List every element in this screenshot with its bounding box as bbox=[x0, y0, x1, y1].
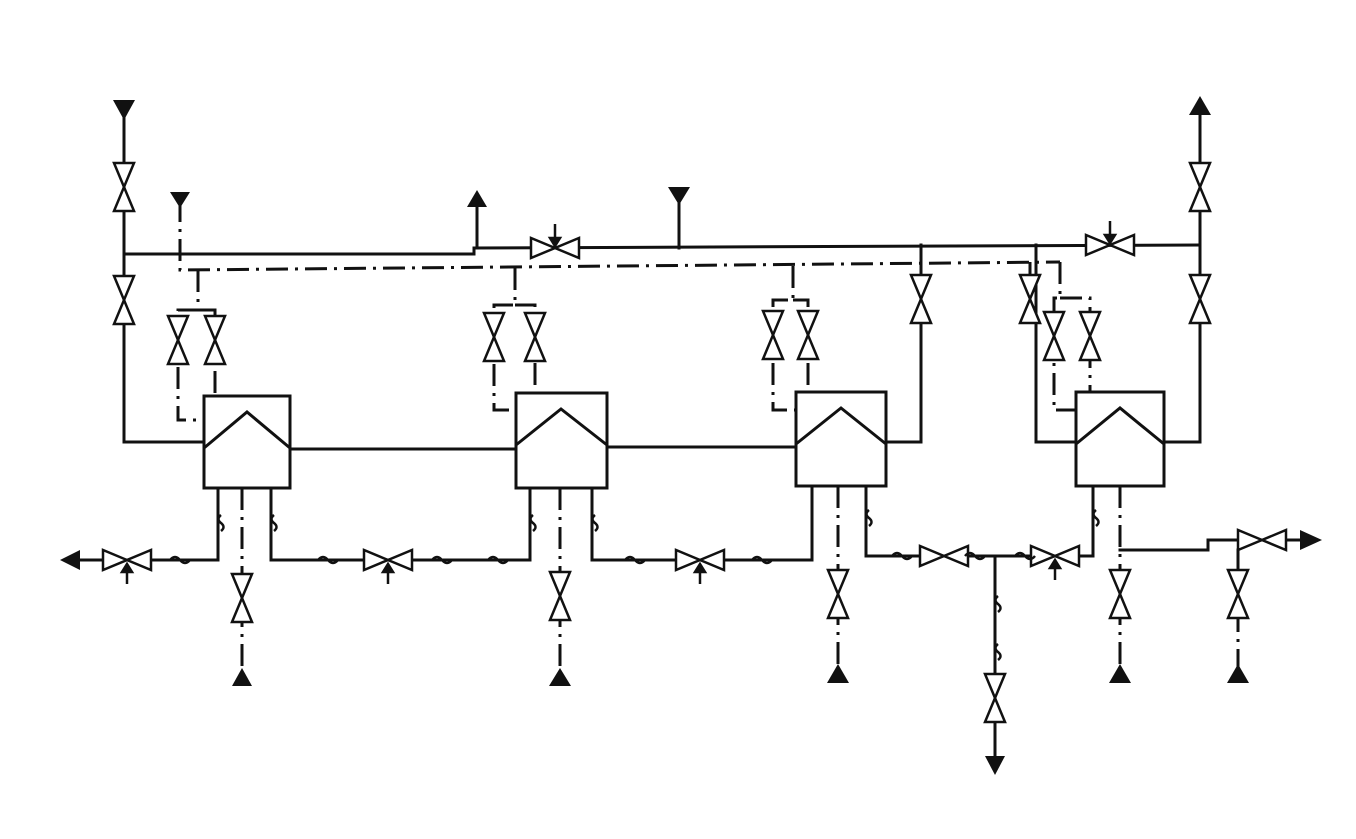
flow-arrow-icon bbox=[467, 190, 487, 207]
gate-valve-icon[interactable] bbox=[1108, 568, 1132, 620]
hx2-bottom-line bbox=[590, 484, 814, 562]
gate-valve-icon[interactable] bbox=[826, 568, 850, 620]
flow-arrow-icon bbox=[549, 668, 571, 686]
steam-trap-icon bbox=[1092, 509, 1100, 527]
gate-valve-icon[interactable] bbox=[983, 672, 1007, 724]
gate-valve-icon[interactable] bbox=[1188, 161, 1212, 213]
steam-trap-icon bbox=[169, 555, 191, 565]
control-valve-icon[interactable] bbox=[1084, 221, 1136, 257]
steam-trap-icon bbox=[431, 555, 453, 565]
flow-arrow-icon bbox=[827, 664, 849, 683]
gate-valve-icon[interactable] bbox=[1078, 310, 1102, 362]
valves bbox=[101, 161, 1288, 724]
gate-valve-icon[interactable] bbox=[482, 311, 506, 363]
steam-trap-icon bbox=[994, 643, 1002, 661]
flow-arrow-icon bbox=[113, 100, 135, 120]
control-valve-icon[interactable] bbox=[362, 548, 414, 584]
steam-trap-icon bbox=[529, 514, 537, 532]
control-valve-actuator-icon bbox=[1047, 557, 1063, 570]
gate-valve-icon[interactable] bbox=[761, 309, 785, 361]
gate-valve-icon[interactable] bbox=[112, 274, 136, 326]
control-valve-actuator-icon bbox=[547, 236, 563, 249]
gate-valve-icon[interactable] bbox=[203, 314, 227, 366]
control-valve-icon[interactable] bbox=[101, 548, 153, 584]
steam-trap-icon bbox=[891, 551, 913, 561]
hx4-utility-a bbox=[1052, 262, 1076, 412]
flow-arrows bbox=[60, 96, 1322, 775]
steam-trap-icon bbox=[865, 509, 873, 527]
steam-trap-icon bbox=[317, 555, 339, 565]
flow-arrow-icon bbox=[1109, 664, 1131, 683]
gate-valve-icon[interactable] bbox=[1042, 310, 1066, 362]
steam-trap-icon bbox=[964, 551, 986, 561]
hx1-utility-a bbox=[176, 270, 204, 422]
control-valve-icon[interactable] bbox=[1029, 544, 1081, 580]
gate-valve-icon[interactable] bbox=[918, 544, 970, 568]
flow-arrow-icon bbox=[170, 192, 190, 208]
control-valve-actuator-icon bbox=[692, 561, 708, 574]
heat-exchanger-icon bbox=[202, 394, 292, 490]
gate-valve-icon[interactable] bbox=[112, 161, 136, 213]
steam-trap-icon bbox=[487, 555, 509, 565]
gate-valve-icon[interactable] bbox=[1188, 273, 1212, 325]
heat-exchanger-icon bbox=[794, 390, 888, 488]
utility-header-line bbox=[178, 200, 1061, 272]
steam-trap-icon bbox=[1014, 551, 1036, 561]
flow-arrow-icon bbox=[668, 187, 690, 205]
hx3-utility-a bbox=[771, 266, 796, 412]
hx1-utility-b bbox=[198, 308, 217, 395]
flow-arrow-icon bbox=[985, 756, 1005, 775]
gate-valve-icon[interactable] bbox=[796, 309, 820, 361]
line-markers bbox=[169, 509, 1100, 661]
flow-arrow-icon bbox=[60, 550, 80, 570]
hx2-utility-b bbox=[515, 303, 537, 393]
gate-valve-icon[interactable] bbox=[909, 273, 933, 325]
flow-arrow-icon bbox=[1227, 664, 1249, 683]
control-valve-icon[interactable] bbox=[529, 224, 581, 260]
hx3-utility-b bbox=[793, 298, 810, 392]
hx3-bottom-line bbox=[864, 484, 1095, 558]
hx2-utility-a bbox=[492, 268, 517, 412]
process-lines bbox=[68, 106, 1312, 762]
steam-trap-icon bbox=[624, 555, 646, 565]
steam-trap-icon bbox=[751, 555, 773, 565]
flow-arrow-icon bbox=[232, 668, 252, 686]
gate-valve-icon[interactable] bbox=[1236, 528, 1288, 552]
gate-valve-icon[interactable] bbox=[1018, 273, 1042, 325]
control-valve-icon[interactable] bbox=[674, 548, 726, 584]
heat-exchanger-icon bbox=[1074, 390, 1166, 488]
steam-trap-icon bbox=[270, 514, 278, 532]
top-header-line bbox=[122, 243, 1202, 256]
gate-valve-icon[interactable] bbox=[548, 570, 572, 622]
control-valve-actuator-icon bbox=[1102, 233, 1118, 246]
steam-trap-icon bbox=[217, 514, 225, 532]
gate-valve-icon[interactable] bbox=[1226, 568, 1250, 620]
gate-valve-icon[interactable] bbox=[523, 311, 547, 363]
control-valve-actuator-icon bbox=[119, 561, 135, 574]
control-valve-actuator-icon bbox=[380, 561, 396, 574]
steam-trap-icon bbox=[591, 514, 599, 532]
steam-trap-icon bbox=[994, 595, 1002, 613]
right-riser-line bbox=[1162, 106, 1202, 444]
flow-arrow-icon bbox=[1189, 96, 1211, 115]
hx1-bottom-line-b bbox=[269, 486, 532, 562]
heat-exchanger-icon bbox=[514, 391, 609, 490]
gate-valve-icon[interactable] bbox=[230, 572, 254, 624]
left-riser-line bbox=[122, 106, 206, 444]
gate-valve-icon[interactable] bbox=[166, 314, 190, 366]
flow-arrow-icon bbox=[1300, 530, 1322, 550]
